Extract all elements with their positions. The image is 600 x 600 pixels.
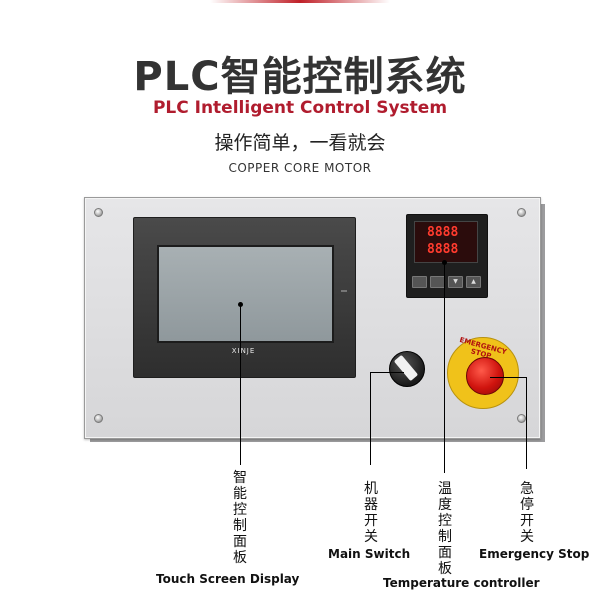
callout-line <box>370 372 404 373</box>
emergency-label-cn: 急停开关 <box>520 481 534 545</box>
callout-line <box>444 263 445 473</box>
emergency-label-en: Emergency Stop <box>479 547 590 561</box>
callout-line <box>370 372 371 465</box>
emergency-stop-button[interactable] <box>466 357 504 395</box>
shift-button[interactable] <box>430 276 445 288</box>
page-title: PLC智能控制系统 <box>133 54 467 100</box>
hmi-brand-label: XINJE <box>231 347 256 355</box>
hmi-indicator <box>341 290 347 292</box>
callout-line <box>490 377 526 378</box>
page-tagline: COPPER CORE MOTOR <box>228 161 372 175</box>
main-switch-label-en: Main Switch <box>328 547 411 561</box>
callout-line <box>240 305 241 465</box>
page-subtitle: 操作简单，一看就会 <box>214 132 386 154</box>
screw-icon <box>94 414 103 423</box>
callout-dot <box>442 260 447 265</box>
temperature-buttons: ▼ ▲ <box>412 276 481 290</box>
temperature-display <box>414 221 478 263</box>
temperature-label-cn: 温度控制面板 <box>438 481 452 577</box>
temperature-readout-sv: 8888 <box>427 242 459 257</box>
screw-icon <box>94 208 103 217</box>
down-button[interactable]: ▼ <box>448 276 463 288</box>
touch-screen-label-cn: 智能控制面板 <box>233 470 247 566</box>
up-button[interactable]: ▲ <box>466 276 481 288</box>
top-accent-line <box>210 0 390 3</box>
callout-dot <box>238 302 243 307</box>
main-switch-label-cn: 机器开关 <box>364 481 378 545</box>
touch-screen-display[interactable] <box>157 245 334 343</box>
page-title-english: PLC Intelligent Control System <box>152 98 448 118</box>
screw-icon <box>517 414 526 423</box>
temperature-readout: 8888 8888 <box>427 224 475 258</box>
callout-line <box>526 377 527 469</box>
temperature-label-en: Temperature controller <box>383 576 540 590</box>
set-button[interactable] <box>412 276 427 288</box>
touch-screen-label-en: Touch Screen Display <box>156 572 300 586</box>
screw-icon <box>517 208 526 217</box>
temperature-readout-pv: 8888 <box>427 225 459 240</box>
